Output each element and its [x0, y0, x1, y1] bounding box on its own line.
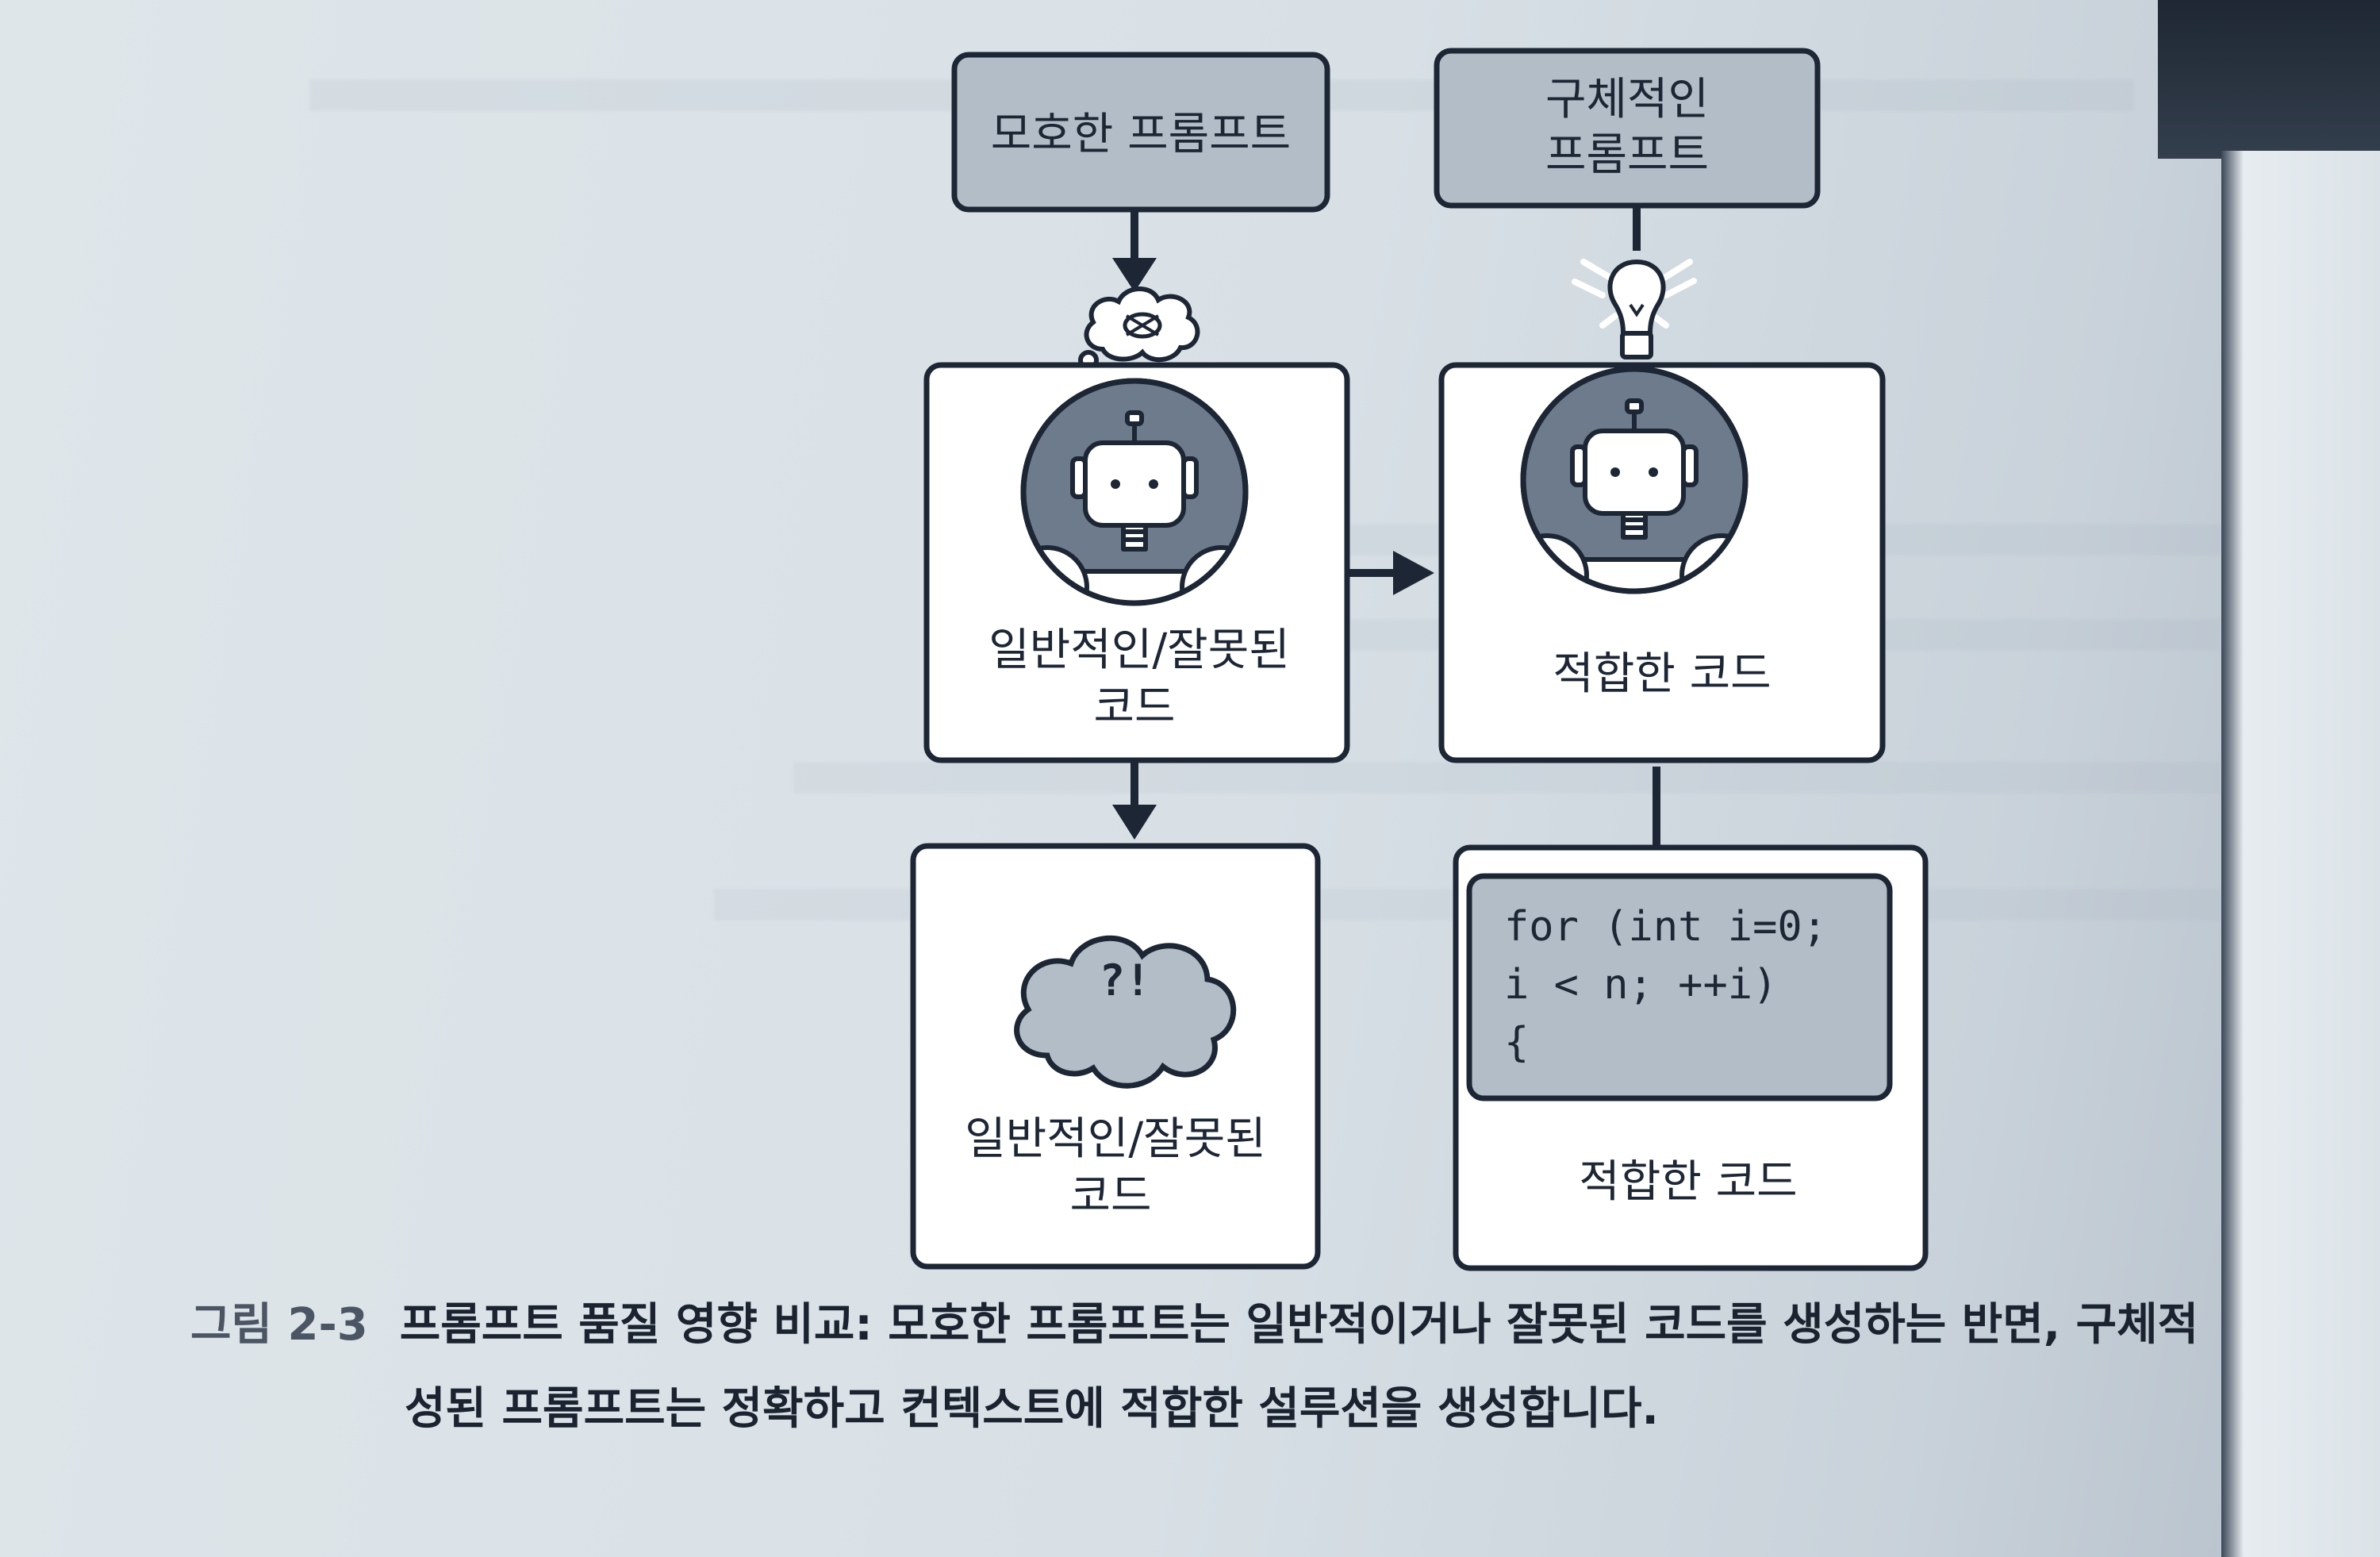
confused-symbol: ?! [1099, 955, 1150, 1005]
code-line-3: { [1504, 1019, 1529, 1067]
specific-prompt-label-line1: 구체적인 [1545, 74, 1709, 125]
arrowhead-right [1393, 551, 1434, 595]
caption-text-line1: 프롬프트 품질 영향 비교: 모호한 프롬프트는 일반적이거나 잘못된 코드를 … [400, 1299, 2198, 1351]
generic-code-box: 일반적인/잘못된 코드 [927, 365, 1347, 760]
result-appropriate-label: 적합한 코드 [1579, 1156, 1797, 1208]
specific-prompt-label-line2: 프롬프트 [1545, 129, 1709, 181]
figure-caption-line2: 성된 프롬프트는 정확하고 컨텍스트에 적합한 설루션을 생성합니다. [405, 1373, 1659, 1437]
caption-text-line2: 성된 프롬프트는 정확하고 컨텍스트에 적합한 설루션을 생성합니다. [405, 1383, 1659, 1435]
vague-prompt-label: 모호한 프롬프트 [991, 109, 1291, 160]
figure-number: 그림 2-3 [190, 1299, 368, 1351]
generic-code-label-line2: 코드 [1093, 682, 1175, 733]
result-generic-label-line1: 일반적인/잘못된 [965, 1113, 1266, 1165]
figure-caption-line1: 그림 2-3 프롬프트 품질 영향 비교: 모호한 프롬프트는 일반적이거나 잘못… [190, 1289, 2198, 1353]
result-generic-label-line2: 코드 [1069, 1171, 1151, 1222]
code-line-1: for (int i=0; [1504, 903, 1827, 951]
arrowhead-down-2 [1112, 805, 1157, 840]
vague-prompt-box: 모호한 프롬프트 [954, 55, 1327, 210]
appropriate-result-box: for (int i=0; i < n; ++i) { 적합한 코드 [1456, 848, 1925, 1268]
code-line-2: i < n; ++i) [1504, 961, 1777, 1009]
generic-result-box: ?! 일반적인/잘못된 코드 [913, 846, 1318, 1267]
generic-code-label-line1: 일반적인/잘못된 [988, 625, 1290, 676]
appropriate-code-label: 적합한 코드 [1553, 648, 1771, 700]
appropriate-code-box: 적합한 코드 [1441, 365, 1883, 760]
specific-prompt-box: 구체적인 프롬프트 [1437, 51, 1818, 206]
lightbulb-icon [1575, 262, 1694, 357]
